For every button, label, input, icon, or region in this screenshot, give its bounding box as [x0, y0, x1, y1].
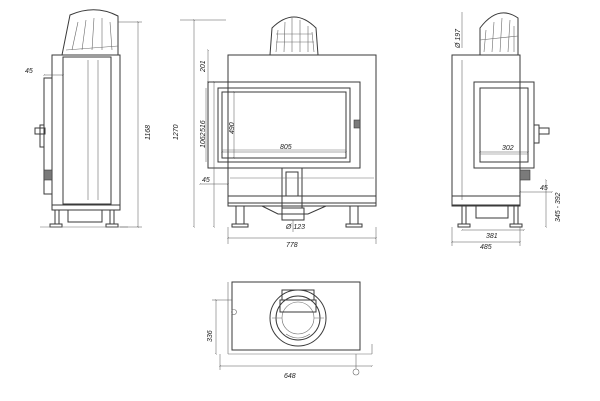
dim-side-45: 45	[25, 68, 33, 75]
dim-right-45: 45	[540, 185, 548, 192]
dim-top-648: 648	[284, 373, 296, 380]
dim-right-381: 381	[486, 233, 498, 240]
dim-front-1062: 1062	[200, 132, 207, 148]
dim-right-485: 485	[480, 244, 492, 251]
dim-right-d197: Ø 197	[455, 28, 462, 49]
dim-top-336: 336	[207, 330, 214, 342]
dim-front-d123: Ø 123	[285, 224, 305, 231]
dim-front-490: 490	[229, 122, 236, 134]
dim-right-345-392: 345 - 392	[555, 192, 562, 222]
dim-side-1168: 1168	[145, 125, 152, 140]
dim-front-201: 201	[200, 60, 207, 73]
dim-right-302: 302	[502, 145, 514, 152]
front-view: 1270 201 1062 516 490 805 45 Ø 123 778	[173, 16, 377, 249]
dim-front-516: 516	[200, 120, 207, 132]
top-view: 336 648	[207, 281, 373, 380]
dim-front-45: 45	[202, 177, 210, 184]
dim-front-1270: 1270	[173, 124, 180, 140]
dim-front-805: 805	[280, 144, 292, 151]
dim-front-778: 778	[286, 242, 298, 249]
side-view-left: 45 1168	[25, 9, 152, 228]
side-view-right: Ø 197 302 45 345 - 392 381 485	[451, 12, 562, 251]
